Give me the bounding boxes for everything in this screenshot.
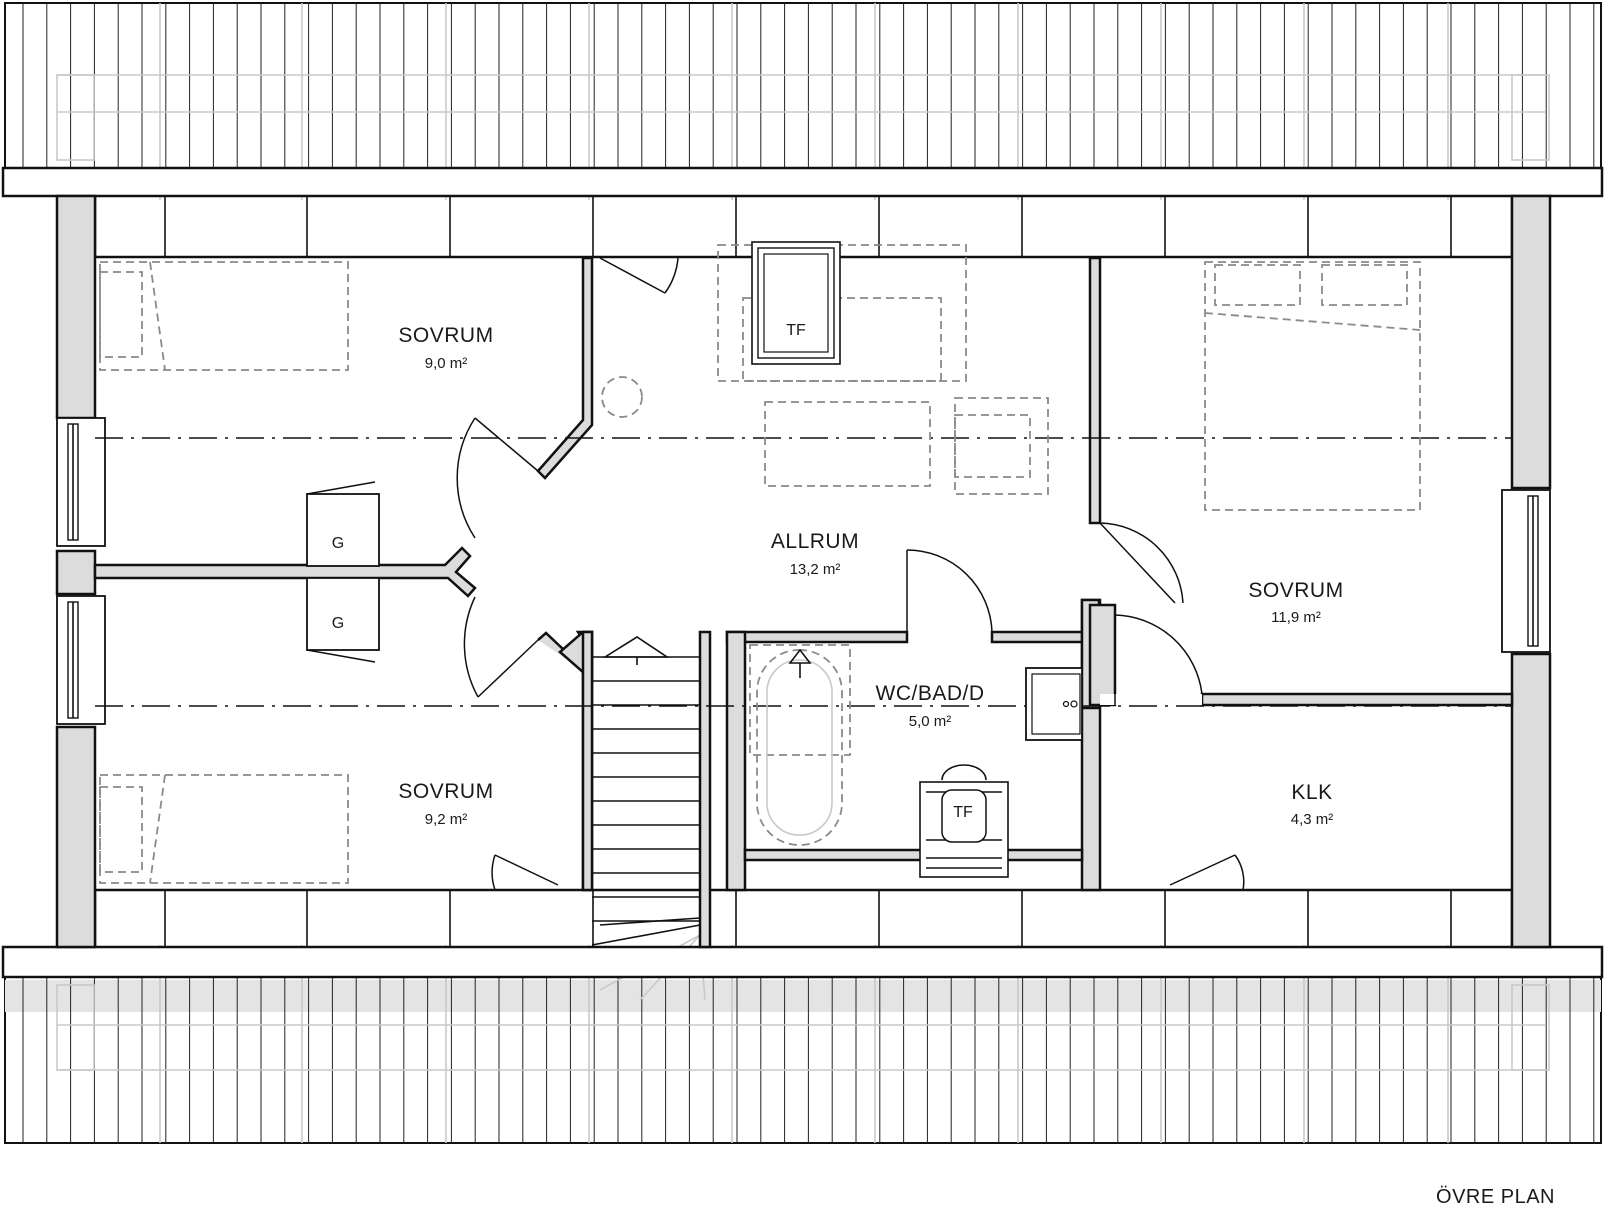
furniture (99, 244, 1421, 884)
room-area: 9,0 m² (425, 355, 468, 372)
room-area: 5,0 m² (909, 713, 952, 730)
room-area: 4,3 m² (1291, 811, 1334, 828)
g-label-lower: G (332, 615, 344, 632)
room-name: SOVRUM (398, 780, 493, 803)
tf-label-upper: TF (786, 322, 806, 339)
room-klk: KLK 4,3 m² (1291, 781, 1334, 828)
tf-label-wc: TF (953, 804, 973, 821)
room-area: 9,2 m² (425, 811, 468, 828)
fixtures (306, 241, 1083, 878)
room-sovrum-nw: SOVRUM 9,0 m² (398, 324, 493, 372)
room-name: SOVRUM (398, 324, 493, 347)
room-sovrum-sw: SOVRUM 9,2 m² (398, 780, 493, 828)
roof-bottom (1, 933, 1604, 1144)
room-name: WC/BAD/D (876, 682, 985, 705)
section-lines (95, 437, 1512, 707)
room-name: KLK (1291, 781, 1332, 804)
room-name: SOVRUM (1248, 579, 1343, 602)
room-name: ALLRUM (771, 530, 859, 553)
plan-title: ÖVRE PLAN (1436, 1186, 1555, 1208)
staircase (591, 636, 701, 946)
exterior-walls (55, 194, 1552, 949)
roof-top (1, 2, 1604, 200)
interior-walls (93, 256, 1514, 949)
g-label-upper: G (332, 535, 344, 552)
room-allrum: ALLRUM 13,2 m² (771, 530, 859, 578)
room-wc-bad: WC/BAD/D 5,0 m² (876, 682, 985, 730)
room-sovrum-e: SOVRUM 11,9 m² (1248, 579, 1343, 626)
room-area: 13,2 m² (790, 561, 841, 578)
doors (456, 257, 1245, 891)
room-area: 11,9 m² (1271, 609, 1321, 626)
room-labels: SOVRUM 9,0 m² SOVRUM 9,2 m² ALLRUM 13,2 … (332, 322, 1555, 1208)
